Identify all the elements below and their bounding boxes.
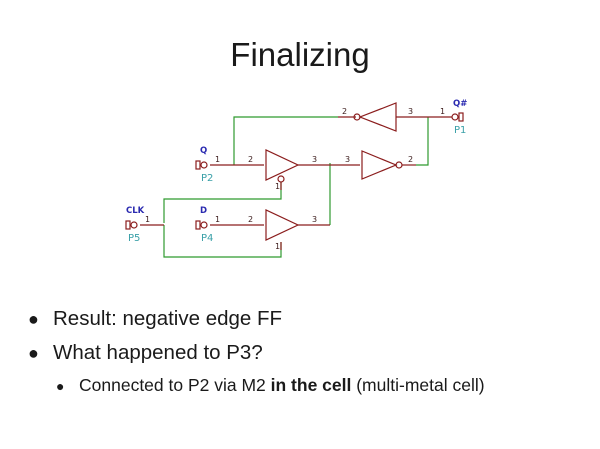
port-label-p1: P1 — [454, 125, 466, 136]
net-label-q: Q — [200, 146, 207, 156]
bullet-item: ● What happened to P3? — [28, 341, 485, 375]
slide-title: Finalizing — [230, 36, 370, 73]
pin-number: 1 — [440, 107, 445, 116]
sub-bullet-item: ● Connected to P2 via M2 in the cell (mu… — [56, 375, 485, 405]
pin-number: 3 — [345, 155, 350, 164]
pin-stubs — [140, 116, 452, 250]
bullet-text: What happened to P3? — [53, 341, 263, 364]
pin-number: 2 — [248, 155, 253, 164]
sub-bullet-bold: in the cell — [270, 375, 352, 395]
inverter-right — [361, 150, 403, 180]
port-label-p2: P2 — [201, 173, 213, 184]
sub-bullet-marker: ● — [56, 378, 65, 394]
port-connectors — [125, 112, 464, 230]
pin-number: 1 — [145, 215, 150, 224]
pin-number: 2 — [248, 215, 253, 224]
pin-number: 3 — [312, 215, 317, 224]
bullet-list: ● Result: negative edge FF ● What happen… — [28, 307, 485, 405]
pin-number: 1 — [275, 242, 280, 251]
bullet-marker: ● — [28, 309, 39, 329]
net-label-clk: CLK — [126, 206, 145, 216]
bullet-marker: ● — [28, 343, 39, 363]
pin-number: 1 — [215, 155, 220, 164]
pin-number: 2 — [342, 107, 347, 116]
pin-number: 1 — [275, 182, 280, 191]
net-label-qbar: Q# — [453, 99, 467, 109]
port-label-p5: P5 — [128, 233, 140, 244]
pin-number: 3 — [408, 107, 413, 116]
pin-number: 2 — [408, 155, 413, 164]
sub-bullet-pre: Connected to P2 via M2 — [79, 375, 271, 395]
bullet-text: Result: negative edge FF — [53, 307, 283, 330]
pin-number: 3 — [312, 155, 317, 164]
sub-bullet-text: Connected to P2 via M2 in the cell (mult… — [79, 375, 485, 396]
port-label-p4: P4 — [201, 233, 213, 244]
tristate-buffer-upper — [265, 149, 300, 183]
bullet-item: ● Result: negative edge FF — [28, 307, 485, 341]
sub-bullet-post: (multi-metal cell) — [351, 375, 485, 395]
tristate-buffer-lower — [265, 209, 300, 241]
net-label-d: D — [200, 206, 207, 216]
pin-number: 1 — [215, 215, 220, 224]
inverter-top — [353, 102, 397, 132]
